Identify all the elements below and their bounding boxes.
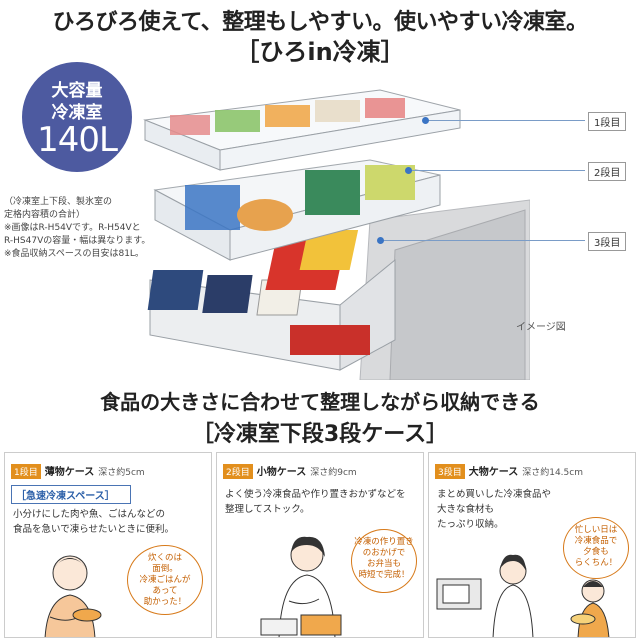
tier1-label: 1段目	[588, 112, 627, 131]
desc-line: 食品を急いで凍らせたいときに便利。	[13, 524, 175, 535]
card-depth: 深さ約9cm	[310, 468, 357, 478]
bubble-line: 冷凍の作り置き	[354, 537, 414, 547]
desc-line: 大きな食材も	[437, 504, 495, 515]
tier2-marker	[405, 167, 412, 174]
desc-line: まとめ買いした冷凍食品や	[437, 489, 552, 500]
desc-line: たっぷり収納。	[437, 519, 504, 530]
freezer-illustration	[143, 89, 530, 380]
bubble-line: 忙しい日は	[574, 525, 618, 535]
bubble-line: らくちん！	[574, 558, 618, 568]
note-line: （冷凍室上下段、製氷室の	[4, 197, 113, 207]
quick-freeze-tag: ［急速冷凍スペース］	[11, 485, 131, 504]
top-case-1	[143, 89, 461, 171]
hero-title: ひろびろ使えて、整理もしやすい。使いやすい冷凍室。	[52, 10, 588, 35]
badge-capacity: 140L	[37, 120, 118, 160]
image-note: イメージ図	[516, 322, 566, 333]
desc-line: 小分けにした肉や魚、ごはんなどの	[13, 509, 166, 520]
section-title: 食品の大きさに合わせて整理しながら収納できる	[100, 390, 540, 414]
tier2-label: 2段目	[588, 162, 627, 181]
card-name: 大物ケース	[468, 467, 519, 478]
bubble-line: 冷凍ごはんが	[139, 575, 191, 585]
tier1-guide-line	[425, 120, 585, 121]
person-eating-illustration	[44, 555, 102, 637]
desc-line: 整理してストック。	[225, 504, 310, 515]
person-cooking-illustration	[260, 536, 342, 637]
bubble-line: のおかげで	[362, 548, 406, 558]
card-description: まとめ買いした冷凍食品や 大きな食材も たっぷり収納。	[437, 487, 551, 532]
tier-badge: 3段目	[435, 464, 465, 479]
card-header: 3段目大物ケース深さ約14.5cm	[435, 463, 583, 479]
desc-line: よく使う冷凍食品や作り置きおかずなどを	[225, 489, 406, 500]
bubble-line: あって	[152, 586, 178, 596]
bubble-line: 炊くのは	[147, 553, 182, 563]
speech-bubble: 炊くのは 面倒。 冷凍ごはんが あって 助かった！	[127, 545, 203, 615]
card-header: 1段目薄物ケース深さ約5cm	[11, 463, 145, 479]
capacity-badge: 大容量 冷凍室 140L	[22, 62, 132, 172]
card-description: よく使う冷凍食品や作り置きおかずなどを 整理してストック。	[225, 487, 406, 517]
tier2-guide-line	[408, 170, 585, 171]
card-name: 小物ケース	[256, 467, 307, 478]
bubble-line: 夕食も	[583, 547, 609, 557]
badge-line1: 大容量	[51, 81, 103, 101]
bubble-line: お弁当も	[366, 559, 401, 569]
bubble-line: 面倒。	[152, 564, 178, 574]
speech-bubble: 冷凍の作り置き のおかげで お弁当も 時短で完成！	[351, 529, 417, 593]
case-card-thin: 1段目薄物ケース深さ約5cm ［急速冷凍スペース］ 小分けにした肉や魚、ごはんな…	[4, 452, 212, 638]
tier3-guide-line	[380, 240, 585, 241]
badge-line2: 冷凍室	[51, 103, 103, 123]
family-dinner-illustration	[436, 554, 610, 637]
speech-bubble: 忙しい日は 冷凍食品で 夕食も らくちん！	[563, 517, 629, 579]
middle-case-2	[153, 159, 441, 261]
tier3-marker	[377, 237, 384, 244]
bubble-line: 時短で完成！	[358, 570, 410, 580]
tier-badge: 1段目	[11, 464, 41, 479]
case-card-large: 3段目大物ケース深さ約14.5cm まとめ買いした冷凍食品や 大きな食材も たっ…	[428, 452, 636, 638]
tier1-marker	[422, 117, 429, 124]
section-subtitle: ［冷凍室下段3段ケース］	[191, 422, 449, 447]
card-depth: 深さ約14.5cm	[522, 468, 583, 478]
tier3-label: 3段目	[588, 232, 627, 251]
card-header: 2段目小物ケース深さ約9cm	[223, 463, 357, 479]
note-line: ※食品収納スペースの目安は81L。	[4, 249, 144, 259]
case-card-small: 2段目小物ケース深さ約9cm よく使う冷凍食品や作り置きおかずなどを 整理してス…	[216, 452, 424, 638]
bubble-line: 助かった！	[143, 597, 187, 607]
card-name: 薄物ケース	[44, 467, 95, 478]
tier-badge: 2段目	[223, 464, 253, 479]
note-line: R-HS47Vの容量・幅は異なります。	[4, 236, 151, 246]
note-line: 定格内容積の合計）	[4, 210, 86, 220]
bubble-line: 冷凍食品で	[574, 536, 618, 546]
spec-notes: （冷凍室上下段、製氷室の 定格内容積の合計） ※画像はR-H54Vです。R-H5…	[4, 196, 164, 261]
card-description: 小分けにした肉や魚、ごはんなどの 食品を急いで凍らせたいときに便利。	[13, 507, 174, 537]
card-depth: 深さ約5cm	[98, 468, 145, 478]
bottom-case-3	[147, 230, 396, 371]
note-line: ※画像はR-H54Vです。R-H54Vと	[4, 223, 141, 233]
hero-subtitle: ［ひろin冷凍］	[235, 38, 405, 66]
